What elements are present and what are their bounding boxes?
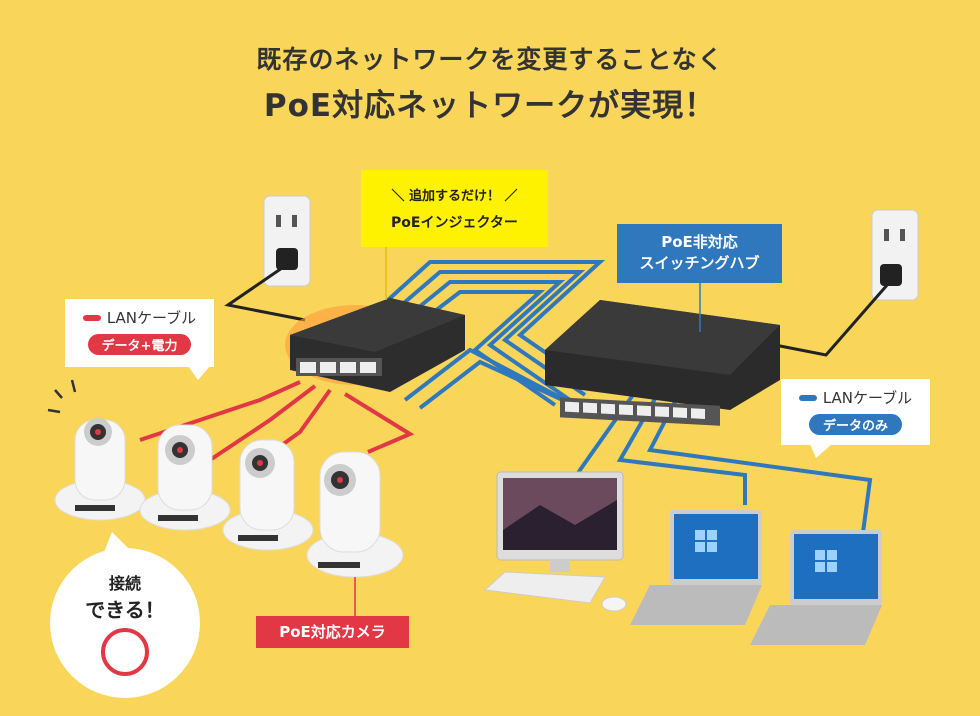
headline-line2: PoE対応ネットワークが実現！ bbox=[263, 88, 717, 124]
injector-to-hub-cables bbox=[386, 260, 606, 410]
legend-poe-cable: LANケーブル データ+電力 bbox=[65, 299, 214, 367]
bubble-line2: できる！ bbox=[85, 598, 165, 622]
keyboard-icon bbox=[483, 571, 606, 604]
camera-3-icon bbox=[222, 439, 314, 551]
hub-callout: PoE非対応 スイッチングハブ bbox=[617, 224, 782, 283]
wall-outlet-left-icon bbox=[263, 195, 311, 287]
switching-hub-icon bbox=[545, 300, 780, 426]
headline-line1: 既存のネットワークを変更することなく bbox=[256, 45, 724, 74]
bubble-line1: 接続 bbox=[108, 574, 141, 593]
attention-marks-icon bbox=[47, 379, 77, 414]
legend-poe-row: LANケーブル bbox=[65, 307, 214, 328]
connectable-bubble: 接続 できる！ bbox=[50, 548, 200, 698]
camera-1-icon bbox=[54, 418, 146, 521]
laptop-1-icon bbox=[630, 510, 762, 625]
hub-power-cord bbox=[774, 283, 890, 357]
legend-data-row: LANケーブル bbox=[781, 387, 930, 408]
laptop-2-icon bbox=[750, 530, 882, 645]
injector-caption: ＼ 追加するだけ！ ／ bbox=[391, 189, 518, 204]
ok-circle-icon bbox=[101, 628, 149, 676]
legend-data-cable: LANケーブル データのみ bbox=[781, 379, 930, 445]
red-cable-swatch-icon bbox=[82, 314, 101, 321]
wall-outlet-right-icon bbox=[871, 209, 919, 301]
poe-injector-icon bbox=[285, 298, 465, 392]
poe-camera-tag: PoE対応カメラ bbox=[256, 616, 409, 648]
injector-label-text: PoEインジェクター bbox=[391, 215, 518, 231]
desktop-monitor-icon bbox=[496, 471, 624, 572]
injector-callout: ＼ 追加するだけ！ ／ PoEインジェクター bbox=[361, 170, 548, 247]
camera-2-icon bbox=[139, 424, 231, 531]
hub-label-line2: スイッチングハブ bbox=[639, 254, 760, 272]
injector-power-cord bbox=[224, 266, 306, 322]
hub-label-line1: PoE非対応 bbox=[661, 233, 738, 251]
injector-caption-text: 追加するだけ！ bbox=[408, 189, 500, 204]
legend-poe-label: LANケーブル bbox=[106, 309, 197, 327]
legend-data-pill: データのみ bbox=[808, 414, 902, 435]
mouse-icon bbox=[601, 596, 627, 612]
legend-data-label: LANケーブル bbox=[822, 389, 913, 407]
camera-4-icon bbox=[306, 451, 404, 578]
legend-poe-pill: データ+電力 bbox=[87, 334, 192, 355]
blue-cable-swatch-icon bbox=[798, 394, 817, 401]
